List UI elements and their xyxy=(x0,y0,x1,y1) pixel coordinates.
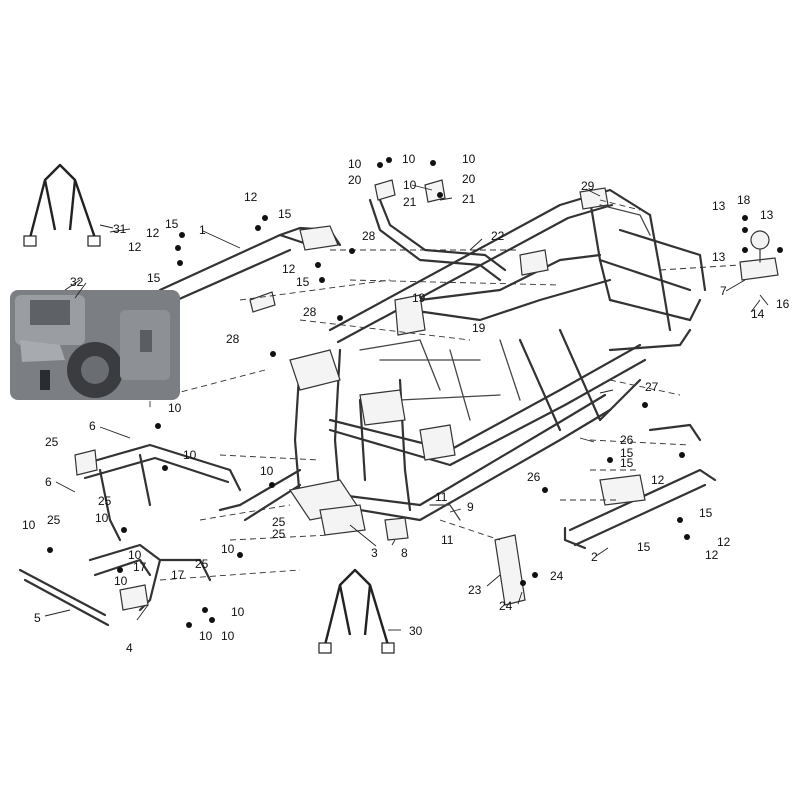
callout-28: 28 xyxy=(226,332,240,346)
callout-31: 31 xyxy=(113,222,127,236)
callout-13: 13 xyxy=(760,208,774,222)
callout-3: 3 xyxy=(371,546,378,560)
callout-15: 15 xyxy=(165,217,179,231)
callout-15: 15 xyxy=(620,456,634,470)
callout-29: 29 xyxy=(581,179,595,193)
callout-28: 28 xyxy=(303,305,317,319)
callout-20: 20 xyxy=(348,173,362,187)
callout-labels: 31 32 12 15 15 1 12 12 15 12 15 28 28 28… xyxy=(22,152,790,655)
callout-10: 10 xyxy=(402,152,416,166)
callout-25: 25 xyxy=(272,515,286,529)
callout-15: 15 xyxy=(699,506,713,520)
callout-13: 13 xyxy=(712,250,726,264)
callout-15: 15 xyxy=(620,446,634,460)
rear-rack xyxy=(563,423,717,550)
callout-25: 25 xyxy=(45,435,59,449)
frame-stand-icon xyxy=(318,568,395,654)
callout-10: 10 xyxy=(199,629,213,643)
side-brackets xyxy=(384,504,526,606)
callout-15: 15 xyxy=(278,207,292,221)
callout-10: 10 xyxy=(221,629,235,643)
callout-12: 12 xyxy=(128,240,142,254)
callout-17: 17 xyxy=(133,560,147,574)
callout-1: 1 xyxy=(199,223,206,237)
callout-12: 12 xyxy=(705,548,719,562)
callout-12: 12 xyxy=(146,226,160,240)
callout-15: 15 xyxy=(147,271,161,285)
callout-6: 6 xyxy=(89,419,96,433)
callout-24: 24 xyxy=(499,599,513,613)
callout-19: 19 xyxy=(472,321,486,335)
callout-26: 26 xyxy=(527,470,541,484)
callout-10: 10 xyxy=(114,574,128,588)
callout-32: 32 xyxy=(70,275,84,289)
alignment-lines xyxy=(149,199,741,581)
callout-28: 28 xyxy=(362,229,376,243)
callout-10: 10 xyxy=(221,542,235,556)
callout-8: 8 xyxy=(401,546,408,560)
callout-25: 25 xyxy=(272,527,286,541)
frame-stand-icon xyxy=(23,163,101,247)
callout-10: 10 xyxy=(168,401,182,415)
callout-25: 25 xyxy=(195,557,209,571)
callout-24: 24 xyxy=(550,569,564,583)
callout-18: 18 xyxy=(737,193,751,207)
callout-5: 5 xyxy=(34,611,41,625)
callout-4: 4 xyxy=(126,641,133,655)
callout-10: 10 xyxy=(403,178,417,192)
rear-bracket xyxy=(579,187,779,281)
callout-10: 10 xyxy=(95,511,109,525)
callout-20: 20 xyxy=(462,172,476,186)
callout-15: 15 xyxy=(296,275,310,289)
engine-assembly-icon xyxy=(10,290,180,400)
callout-9: 9 xyxy=(467,500,474,514)
callout-21: 21 xyxy=(403,195,417,209)
callout-10: 10 xyxy=(260,464,274,478)
callout-21: 21 xyxy=(462,192,476,206)
callout-25: 25 xyxy=(47,513,61,527)
callout-23: 23 xyxy=(468,583,482,597)
callout-7: 7 xyxy=(720,284,727,298)
callout-16: 16 xyxy=(776,297,790,311)
callout-10: 10 xyxy=(462,152,476,166)
front-rack xyxy=(153,225,342,320)
main-frame xyxy=(218,188,707,536)
callout-11: 11 xyxy=(441,533,454,547)
callout-12: 12 xyxy=(717,535,731,549)
callout-15: 15 xyxy=(637,540,651,554)
callout-12: 12 xyxy=(651,473,665,487)
callout-14: 14 xyxy=(751,307,765,321)
callout-10: 10 xyxy=(348,157,362,171)
callout-25: 25 xyxy=(98,494,112,508)
callout-12: 12 xyxy=(282,262,296,276)
bolt-markers xyxy=(47,157,783,628)
callout-10: 10 xyxy=(183,448,197,462)
callout-12: 12 xyxy=(244,190,258,204)
callout-19: 19 xyxy=(412,291,426,305)
leader-lines xyxy=(44,184,769,631)
callout-26: 26 xyxy=(620,433,634,447)
callout-6: 6 xyxy=(45,475,52,489)
callout-10: 10 xyxy=(128,548,142,562)
front-bumper xyxy=(18,543,212,627)
callout-17: 17 xyxy=(171,568,185,582)
callout-13: 13 xyxy=(712,199,726,213)
callout-22: 22 xyxy=(491,229,505,243)
callout-11: 11 xyxy=(435,490,448,504)
callout-30: 30 xyxy=(409,624,423,638)
callout-27: 27 xyxy=(645,380,659,394)
callout-10: 10 xyxy=(22,518,36,532)
callout-10: 10 xyxy=(231,605,245,619)
front-cradle xyxy=(74,443,242,542)
callout-2: 2 xyxy=(591,550,598,564)
